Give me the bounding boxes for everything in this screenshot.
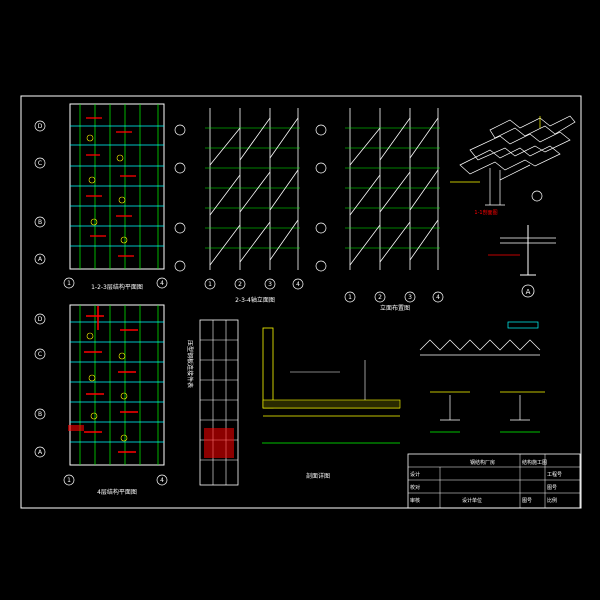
title-block-field-job: 工程号 — [547, 471, 562, 478]
grid-label-d1: D — [38, 123, 43, 130]
elev-a-col2: 2 — [238, 281, 242, 288]
framing-elevation-b-title: 立面布置图 — [380, 304, 410, 312]
wall-section-title: 剖面详图 — [306, 472, 330, 480]
grid-label-col4b: 4 — [160, 477, 164, 484]
elev-b-col4: 4 — [436, 294, 440, 301]
connector-table: 压型钢板连接件表 — [186, 319, 239, 486]
detail-a-bubble-label: A — [526, 288, 531, 296]
framing-elevation-a-title: 2-3-4轴立面图 — [235, 296, 275, 304]
grid-label-c2: C — [38, 351, 42, 358]
framing-elevation-b: 1 2 3 4 立面布置图 — [315, 108, 444, 312]
elev-a-col1: 1 — [208, 281, 212, 288]
elev-a-col3: 3 — [268, 281, 272, 288]
title-block-sheet: 图号 — [522, 498, 532, 504]
wall-section: 剖面详图 — [262, 327, 401, 480]
connection-detail-a: A — [488, 225, 556, 298]
grid-label-a2: A — [38, 449, 43, 456]
grid-label-d2: D — [38, 316, 43, 323]
elev-b-col2: 2 — [378, 294, 382, 301]
title-block-row-check: 校对 — [410, 484, 420, 491]
title-block-field-scale: 比例 — [547, 497, 557, 504]
isometric-deck-detail — [450, 115, 576, 206]
sheet-border — [20, 95, 582, 509]
title-block-drawing-name: 结构施工图 — [522, 459, 547, 466]
connector-table-title: 压型钢板连接件表 — [186, 340, 194, 388]
title-block-project: 钢结构厂房 — [470, 459, 495, 466]
plan-floor-123-title: 1-2-3层结构平面图 — [91, 283, 143, 291]
title-block: 钢结构厂房 结构施工图 设计 校对 审核 工程号 图号 比例 设计单位 图号 — [407, 453, 581, 509]
grid-label-b1: B — [38, 219, 42, 226]
grid-label-col1: 1 — [67, 280, 71, 287]
grid-label-c1: C — [38, 160, 42, 167]
grid-label-a1: A — [38, 256, 43, 263]
deck-profile-details — [419, 321, 545, 433]
elev-b-col3: 3 — [408, 294, 412, 301]
elev-b-col1: 1 — [348, 294, 352, 301]
grid-label-b2: B — [38, 411, 42, 418]
framing-elevation-a: 1 2 3 4 2-3-4轴立面图 — [174, 108, 304, 304]
isometric-deck-note: 1-1剖面图 — [474, 209, 497, 216]
title-block-unit: 设计单位 — [462, 497, 482, 504]
grid-label-col4: 4 — [160, 280, 164, 287]
plan-floor-123: D C B A 1 4 1-2-3层结构平面图 — [34, 103, 168, 291]
grid-label-col1b: 1 — [67, 477, 71, 484]
plan-floor-4-title: 4层结构平面图 — [97, 488, 137, 496]
plan-floor-4: D C B A 1 4 4层结构平面图 — [34, 304, 168, 496]
title-block-field-no: 图号 — [547, 485, 557, 491]
title-block-row-design: 设计 — [410, 471, 420, 478]
elev-a-col4: 4 — [296, 281, 300, 288]
title-block-row-review: 审核 — [410, 497, 420, 504]
